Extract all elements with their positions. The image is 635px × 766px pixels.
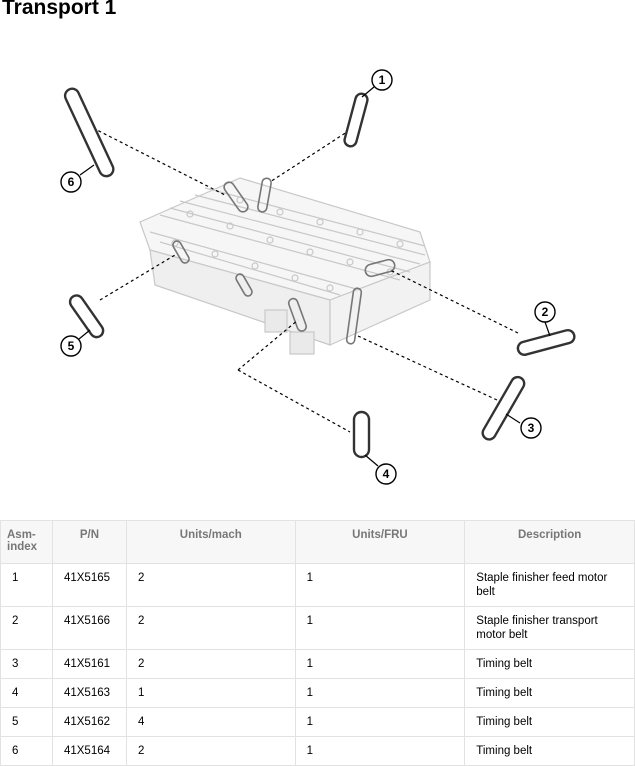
belt-4 xyxy=(352,410,371,459)
column-header-description: Description xyxy=(464,520,635,564)
cell-index: 1 xyxy=(0,563,53,607)
column-header-units-fru: Units/FRU xyxy=(294,520,466,564)
cell-pn: 41X5166 xyxy=(51,606,127,650)
cell-index: 3 xyxy=(0,649,53,679)
cell-pn: 41X5161 xyxy=(51,649,127,679)
callout-3: 3 xyxy=(520,417,542,439)
belt-2 xyxy=(516,328,576,357)
cell-units-mach: 2 xyxy=(125,649,296,679)
cell-description: Staple finisher feed motor belt xyxy=(464,563,635,607)
cell-units-fru: 1 xyxy=(294,649,466,679)
callout-label: 1 xyxy=(379,73,386,87)
page-title: Transport 1 xyxy=(2,0,117,19)
cell-pn: 41X5163 xyxy=(51,678,127,708)
cell-description: Timing belt xyxy=(464,649,635,679)
cell-index: 6 xyxy=(0,736,53,766)
callout-label: 6 xyxy=(68,175,75,189)
parts-table: Asm-index P/N Units/mach Units/FRU Descr… xyxy=(0,520,635,766)
cell-units-fru: 1 xyxy=(294,678,466,708)
table-row: 6 41X5164 2 1 Timing belt xyxy=(0,736,635,766)
table-row: 3 41X5161 2 1 Timing belt xyxy=(0,649,635,679)
cell-units-fru: 1 xyxy=(294,606,466,650)
transport-assembly-illustration xyxy=(139,177,431,355)
loose-belts xyxy=(63,87,576,459)
cell-pn: 41X5164 xyxy=(51,736,127,766)
cell-pn: 41X5162 xyxy=(51,707,127,737)
cell-description: Timing belt xyxy=(464,678,635,708)
cell-index: 2 xyxy=(0,606,53,650)
table-row: 1 41X5165 2 1 Staple finisher feed motor… xyxy=(0,563,635,607)
cell-units-mach: 2 xyxy=(125,736,296,766)
cell-units-fru: 1 xyxy=(294,563,466,607)
cell-units-mach: 1 xyxy=(125,678,296,708)
callout-5: 5 xyxy=(60,335,82,357)
cell-index: 5 xyxy=(0,707,53,737)
table-row: 2 41X5166 2 1 Staple finisher transport … xyxy=(0,606,635,650)
callout-2: 2 xyxy=(534,301,556,323)
callout-1: 1 xyxy=(371,69,393,91)
column-header-units-mach: Units/mach xyxy=(125,520,296,564)
callout-label: 4 xyxy=(383,467,390,481)
cell-description: Timing belt xyxy=(464,736,635,766)
cell-pn: 41X5165 xyxy=(51,563,127,607)
belt-3 xyxy=(481,375,526,441)
column-header-asm-index: Asm-index xyxy=(0,520,53,564)
cell-units-mach: 2 xyxy=(125,563,296,607)
callout-6: 6 xyxy=(60,171,82,193)
callout-label: 2 xyxy=(542,305,549,319)
cell-units-mach: 4 xyxy=(125,707,296,737)
belt-6 xyxy=(63,87,115,178)
belt-1 xyxy=(343,92,369,148)
belt-5 xyxy=(68,294,105,339)
installed-belts xyxy=(172,177,396,345)
callout-label: 3 xyxy=(528,421,535,435)
table-row: 4 41X5163 1 1 Timing belt xyxy=(0,678,635,708)
leader-lines xyxy=(92,127,519,433)
cell-units-fru: 1 xyxy=(294,707,466,737)
cell-index: 4 xyxy=(0,678,53,708)
callout-4: 4 xyxy=(375,463,397,485)
table-header-row: Asm-index P/N Units/mach Units/FRU Descr… xyxy=(0,520,635,564)
exploded-parts-diagram: 1 2 3 4 5 6 xyxy=(60,69,576,485)
cell-description: Timing belt xyxy=(464,707,635,737)
callout-label: 5 xyxy=(68,339,75,353)
table-row: 5 41X5162 4 1 Timing belt xyxy=(0,707,635,737)
cell-description: Staple finisher transport motor belt xyxy=(464,606,635,650)
column-header-pn: P/N xyxy=(51,520,127,564)
cell-units-fru: 1 xyxy=(294,736,466,766)
cell-units-mach: 2 xyxy=(125,606,296,650)
